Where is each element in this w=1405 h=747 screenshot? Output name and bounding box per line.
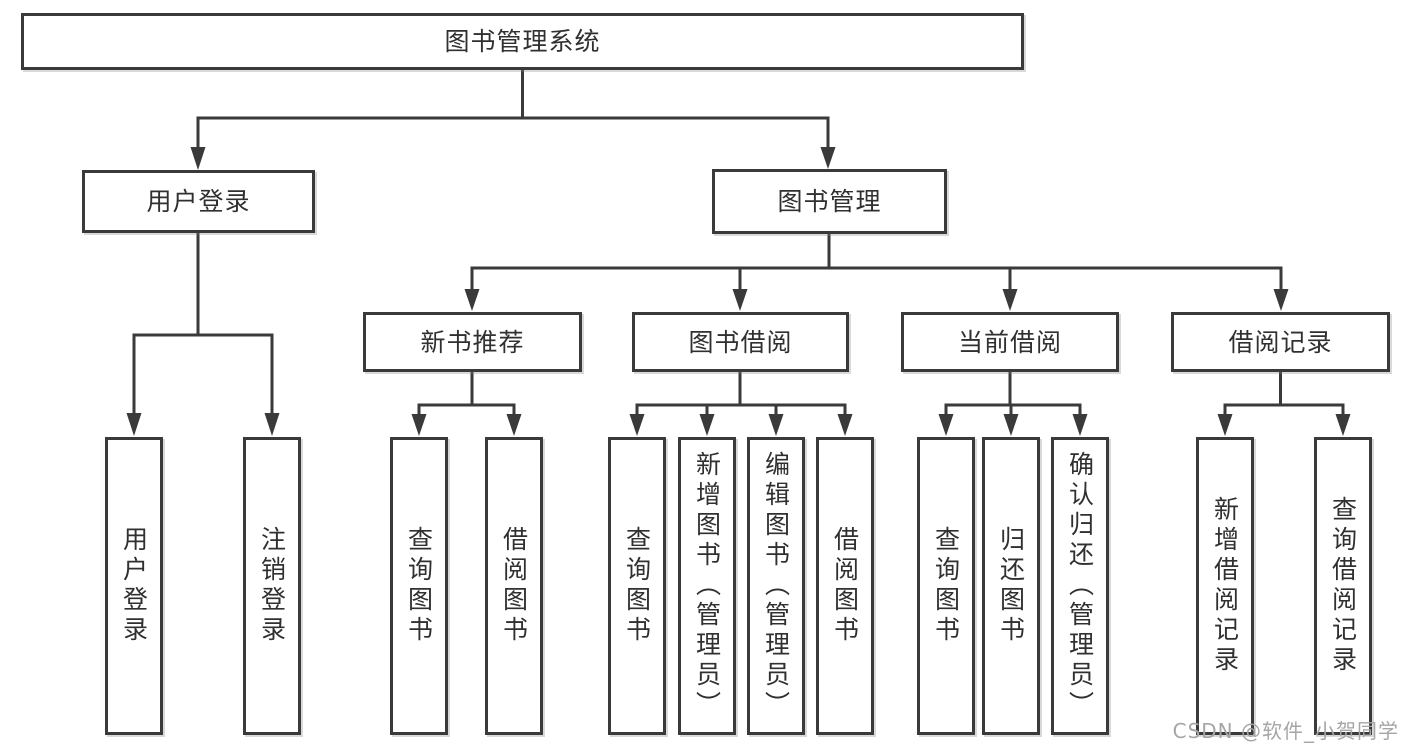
node-leaf-user-login-label: 用户登录	[119, 526, 149, 646]
node-current-borrow-label: 当前借阅	[957, 327, 1062, 357]
node-leaf-query-borrow-record-label: 查询借阅记录	[1328, 496, 1358, 676]
node-leaf-query-book-2-label: 查询图书	[622, 526, 652, 646]
node-leaf-query-borrow-record: 查询借阅记录	[1314, 437, 1372, 735]
node-borrow-record: 借阅记录	[1171, 312, 1390, 372]
node-leaf-add-borrow-record: 新增借阅记录	[1196, 437, 1254, 735]
node-leaf-add-borrow-record-label: 新增借阅记录	[1210, 496, 1240, 676]
node-leaf-borrow-book-1-label: 借阅图书	[499, 526, 529, 646]
node-root: 图书管理系统	[21, 13, 1024, 70]
node-user-login: 用户登录	[82, 170, 315, 233]
node-root-label: 图书管理系统	[444, 27, 601, 56]
csdn-watermark: CSDN @软件_小贺同学	[1172, 719, 1399, 743]
node-leaf-borrow-book-1: 借阅图书	[485, 437, 543, 735]
node-book-management: 图书管理	[712, 169, 947, 234]
node-borrow-record-label: 借阅记录	[1228, 327, 1333, 357]
node-leaf-logout: 注销登录	[243, 437, 301, 735]
node-leaf-query-book-2: 查询图书	[608, 437, 666, 735]
node-leaf-query-book-3-label: 查询图书	[931, 526, 961, 646]
node-new-book-recommend-label: 新书推荐	[420, 327, 525, 357]
node-new-book-recommend: 新书推荐	[363, 312, 582, 372]
node-leaf-return-book-label: 归还图书	[996, 526, 1026, 646]
node-leaf-confirm-return-admin: 确认归还（管理员）	[1051, 437, 1109, 735]
node-current-borrow: 当前借阅	[901, 312, 1119, 372]
node-leaf-borrow-book-2-label: 借阅图书	[830, 526, 860, 646]
node-leaf-borrow-book-2: 借阅图书	[816, 437, 874, 735]
node-leaf-edit-book-admin-label: 编辑图书（管理员）	[761, 451, 791, 721]
node-user-login-label: 用户登录	[146, 187, 251, 216]
node-leaf-logout-label: 注销登录	[257, 526, 287, 646]
node-leaf-edit-book-admin: 编辑图书（管理员）	[747, 437, 805, 735]
node-leaf-confirm-return-admin-label: 确认归还（管理员）	[1065, 451, 1095, 721]
node-book-borrow: 图书借阅	[632, 312, 849, 372]
node-book-borrow-label: 图书借阅	[688, 327, 793, 357]
node-leaf-add-book-admin: 新增图书（管理员）	[678, 437, 736, 735]
node-book-management-label: 图书管理	[777, 187, 882, 216]
node-leaf-add-book-admin-label: 新增图书（管理员）	[692, 451, 722, 721]
node-leaf-return-book: 归还图书	[982, 437, 1040, 735]
node-leaf-query-book-3: 查询图书	[917, 437, 975, 735]
node-leaf-query-book-1-label: 查询图书	[404, 526, 434, 646]
node-leaf-query-book-1: 查询图书	[390, 437, 448, 735]
node-leaf-user-login: 用户登录	[105, 437, 163, 735]
